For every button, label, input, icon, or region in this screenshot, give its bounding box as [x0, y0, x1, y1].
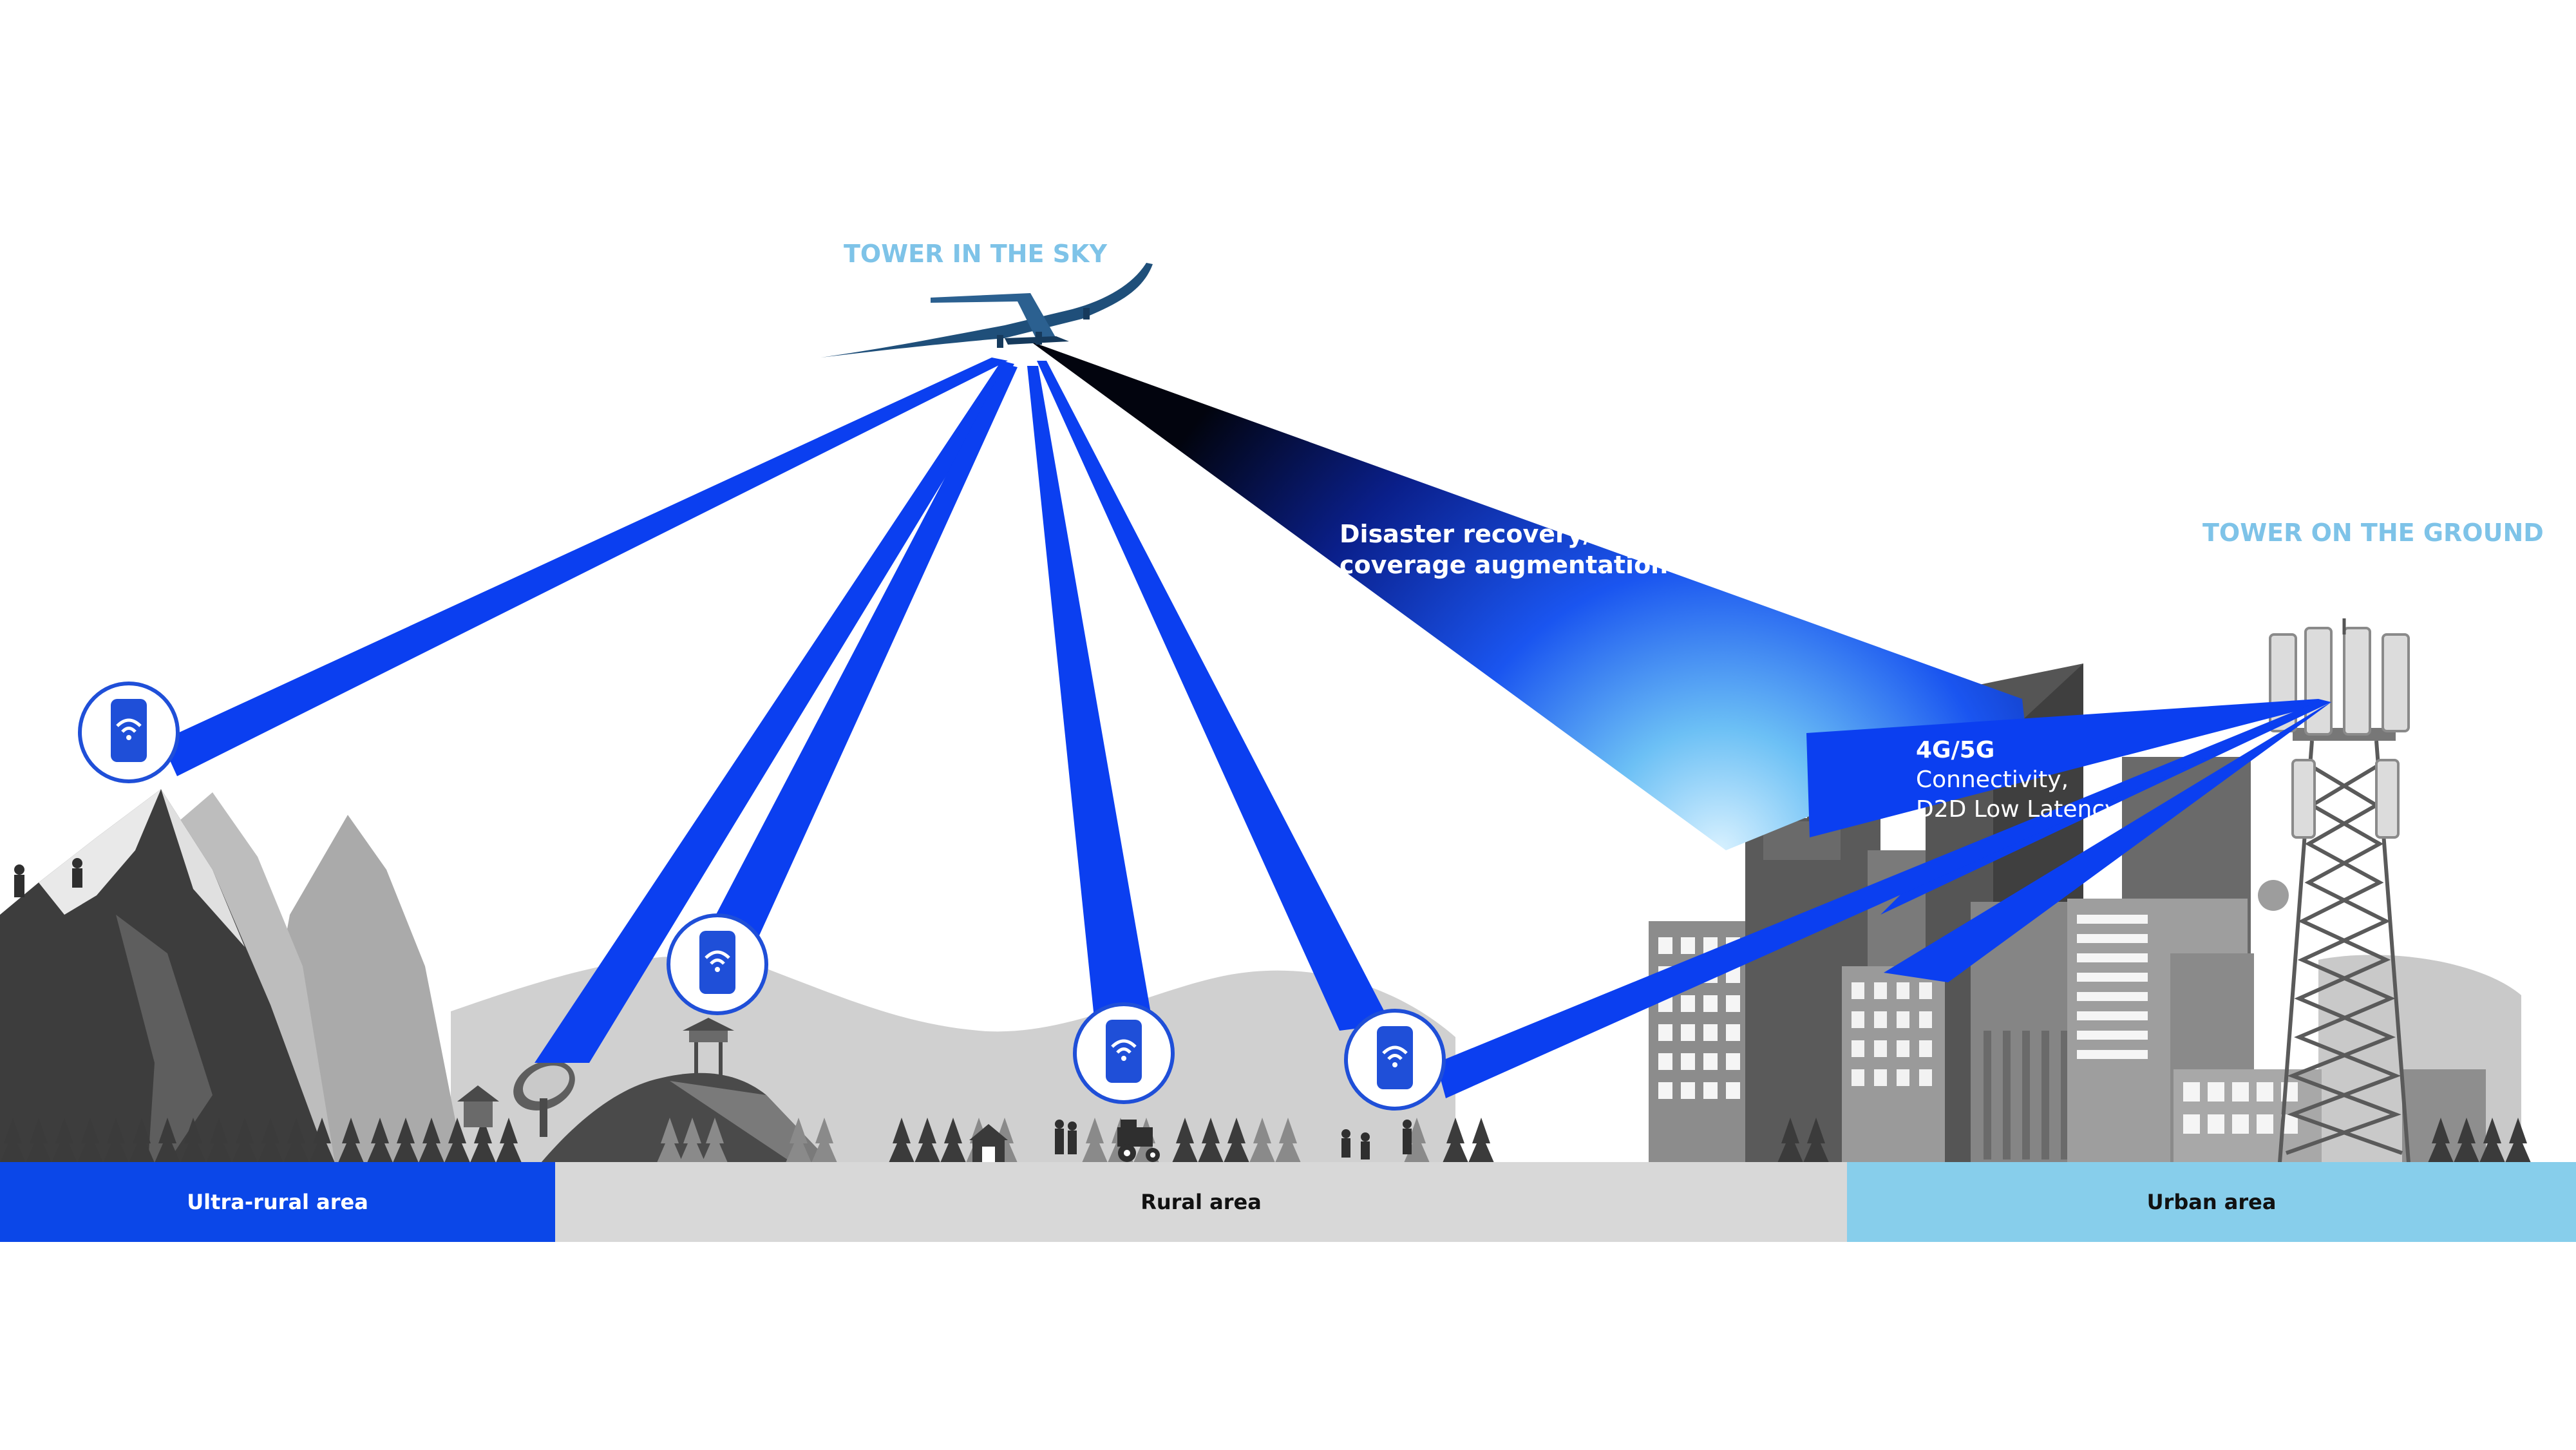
zone-ultra-rural: Ultra-rural area	[0, 1162, 555, 1242]
tower-in-sky-label: TOWER IN THE SKY	[844, 240, 1108, 268]
satellite-dish-icon	[513, 1060, 575, 1137]
smartphone-wifi-icon	[667, 913, 768, 1015]
ground-tower-beams	[1436, 699, 2331, 1098]
hut	[457, 1085, 499, 1127]
disaster-line-1: Disaster recovery/	[1340, 520, 1593, 548]
beam-satellite-dish	[535, 361, 1014, 1063]
urban-service-heading: 4G/5G	[1916, 737, 1995, 763]
smartphone-wifi-icon	[1344, 1009, 1446, 1111]
beam-ultra-rural-user	[161, 358, 1008, 776]
smartphone-wifi-icon	[1073, 1002, 1175, 1104]
beam-disaster-recovery	[1030, 341, 2025, 850]
urban-service-label: 4G/5G Connectivity, D2D Low Latency	[1916, 736, 2118, 825]
beam-rural-user-center	[1027, 366, 1153, 1024]
aircraft-icon	[821, 263, 1153, 358]
urban-service-line-2: D2D Low Latency	[1916, 796, 2119, 823]
people	[14, 858, 1412, 1159]
urban-service-line-1: Connectivity,	[1916, 767, 2069, 793]
mountains	[0, 789, 464, 1163]
tower-on-ground-label: TOWER ON THE GROUND	[2202, 519, 2544, 547]
disaster-recovery-label: Disaster recovery/ coverage augmentation	[1340, 519, 1668, 580]
device-markers	[78, 682, 1446, 1111]
beam-lookout-user	[692, 364, 1018, 969]
beam-tower-to-rural-user	[1436, 702, 2331, 1098]
tractor-icon	[1117, 1120, 1160, 1162]
smartphone-wifi-icon	[78, 682, 180, 783]
zone-rural: Rural area	[555, 1162, 1847, 1242]
zone-urban: Urban area	[1847, 1162, 2576, 1242]
lookout-tower	[683, 1018, 734, 1081]
beam-rural-user-right	[1037, 361, 1391, 1031]
disaster-line-2: coverage augmentation	[1340, 551, 1669, 579]
barn-icon	[969, 1124, 1008, 1163]
beams	[161, 341, 2025, 1063]
